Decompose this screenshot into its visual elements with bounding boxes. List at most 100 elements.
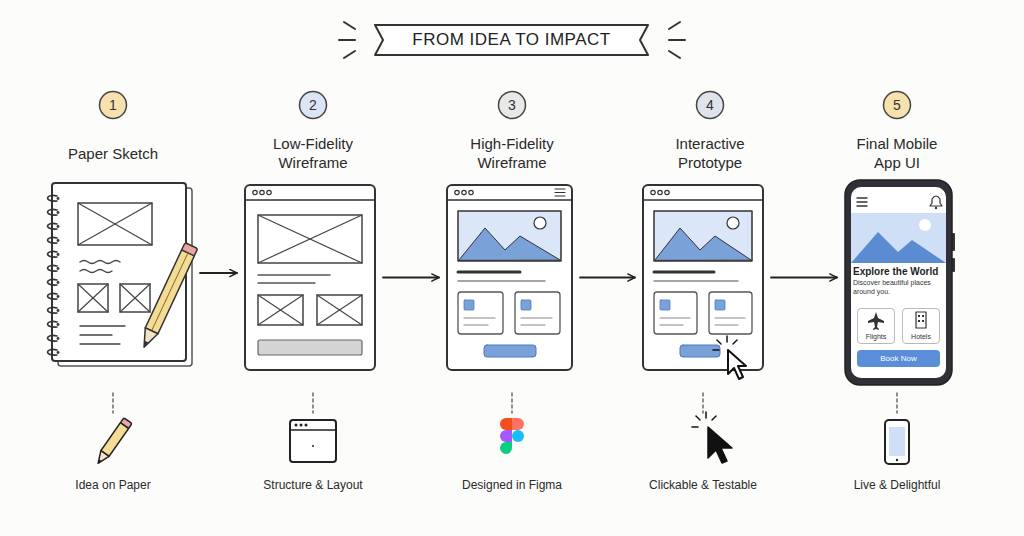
notebook-sketch-part — [52, 183, 186, 361]
button-label: Book Now — [880, 354, 916, 363]
phone-mockup-part — [919, 219, 931, 231]
prototype-wireframe-part — [654, 280, 738, 281]
notebook-sketch-part — [78, 284, 108, 312]
notebook-sketch-part — [120, 284, 150, 312]
prototype-wireframe-part — [655, 228, 751, 260]
low-fi-wireframe-part — [258, 295, 303, 325]
category-button: Hotels — [902, 308, 940, 344]
phone-mockup-part — [916, 312, 926, 328]
prototype-wireframe-part — [660, 300, 670, 310]
cursor-icon-part — [708, 427, 732, 463]
title-ribbon-part — [344, 51, 355, 58]
low-fi-wireframe-part — [253, 190, 257, 194]
leader-lines — [113, 393, 897, 413]
low-fi-wireframe-part — [317, 295, 362, 325]
title-ribbon-part — [375, 25, 648, 55]
pencil-icon-part — [101, 423, 129, 457]
flow-arrow — [580, 277, 635, 279]
prototype-wireframe — [643, 185, 763, 379]
stage-caption: Clickable & Testable — [649, 478, 757, 492]
prototype-wireframe-part — [651, 190, 655, 194]
phone-mockup-part — [918, 320, 920, 322]
window-icon — [290, 420, 336, 462]
high-fi-wireframe-part — [447, 199, 572, 201]
phone-mockup-part — [851, 213, 946, 263]
cursor-icon-part — [696, 416, 700, 420]
phone-mockup-part — [935, 207, 937, 209]
stage-frame: Low-Fidelity Wireframe — [245, 185, 375, 370]
notebook-sketch-part — [80, 334, 112, 335]
high-fi-wireframe — [447, 185, 572, 370]
notebook-sketch-part — [78, 284, 108, 312]
step-number-text: 4 — [695, 90, 725, 120]
spiral-rings-part — [57, 267, 60, 270]
high-fi-wireframe-part — [521, 300, 531, 310]
prototype-wireframe-part — [654, 211, 752, 261]
step-number: 2 — [298, 90, 328, 120]
spiral-rings-part — [48, 265, 57, 271]
step-number: 1 — [98, 90, 128, 120]
step-number: 5 — [882, 90, 912, 120]
prototype-wireframe-part — [726, 336, 728, 342]
low-fi-wireframe-part — [258, 215, 362, 263]
cursor-icon — [692, 412, 732, 463]
spiral-rings-part — [57, 351, 60, 354]
prototype-wireframe-part — [643, 199, 763, 201]
stage-heading: Paper Sketch — [59, 133, 167, 173]
pencil — [138, 243, 198, 350]
flow-arrow — [771, 277, 837, 279]
screen-subtitle: Discover beautiful places around you. — [853, 279, 943, 296]
cta-button: Book Now — [857, 350, 940, 367]
prototype-wireframe-part — [654, 271, 714, 274]
prototype-wireframe-part — [660, 324, 683, 325]
stage-heading: High-Fidelity Wireframe — [458, 133, 566, 173]
low-fi-wireframe-part — [258, 215, 362, 263]
prototype-wireframe-part — [709, 292, 752, 334]
stage-caption: Idea on Paper — [75, 478, 150, 492]
phone-mockup-part — [922, 315, 924, 317]
prototype-wireframe-part — [715, 300, 725, 310]
low-fi-wireframe-part — [258, 274, 330, 275]
spiral-rings — [48, 195, 60, 355]
prototype-wireframe-part — [713, 349, 719, 351]
low-fi-wireframe-part — [258, 340, 362, 355]
pencil-icon-part — [97, 459, 102, 464]
phone-mockup-part — [857, 201, 867, 202]
spiral-rings-part — [48, 251, 57, 257]
prototype-wireframe-part — [665, 190, 669, 194]
high-fi-wireframe-part — [458, 280, 545, 281]
spiral-rings-part — [48, 195, 57, 201]
window-icon-part — [290, 420, 336, 462]
stage-frame: Interactive Prototype — [643, 185, 763, 370]
spiral-rings-part — [57, 323, 60, 326]
pencil-part — [138, 328, 158, 350]
title-ribbon-part — [669, 39, 685, 41]
high-fi-wireframe-part — [469, 190, 473, 194]
figma-logo-part — [500, 430, 512, 442]
prototype-wireframe-part — [680, 345, 720, 357]
spiral-rings-part — [57, 225, 60, 228]
phone-mockup-part — [868, 312, 884, 330]
category-button: Flights — [857, 308, 895, 344]
high-fi-wireframe-part — [521, 324, 545, 325]
high-fi-wireframe-part — [458, 271, 520, 274]
high-fi-wireframe-part — [464, 324, 488, 325]
leader-lines-part — [511, 393, 512, 413]
high-fi-wireframe-part — [458, 292, 503, 334]
notebook-sketch-part — [80, 261, 120, 264]
leader-lines-part — [702, 393, 703, 413]
prototype-wireframe-part — [715, 324, 738, 325]
phone-mockup-part — [918, 315, 920, 317]
step-number-text: 3 — [497, 90, 527, 120]
stage-caption: Live & Delightful — [854, 478, 941, 492]
title-ribbon-part — [669, 22, 680, 29]
phone-icon-part — [885, 420, 909, 464]
stage-caption: Structure & Layout — [263, 478, 362, 492]
high-fi-wireframe-part — [484, 345, 536, 357]
stage-heading: Low-Fidelity Wireframe — [259, 133, 367, 173]
spiral-rings-part — [57, 197, 60, 200]
step-number: 3 — [497, 90, 527, 120]
title-ribbon-part — [669, 51, 680, 58]
high-fi-wireframe-part — [464, 317, 495, 318]
figma-logo — [500, 418, 524, 454]
